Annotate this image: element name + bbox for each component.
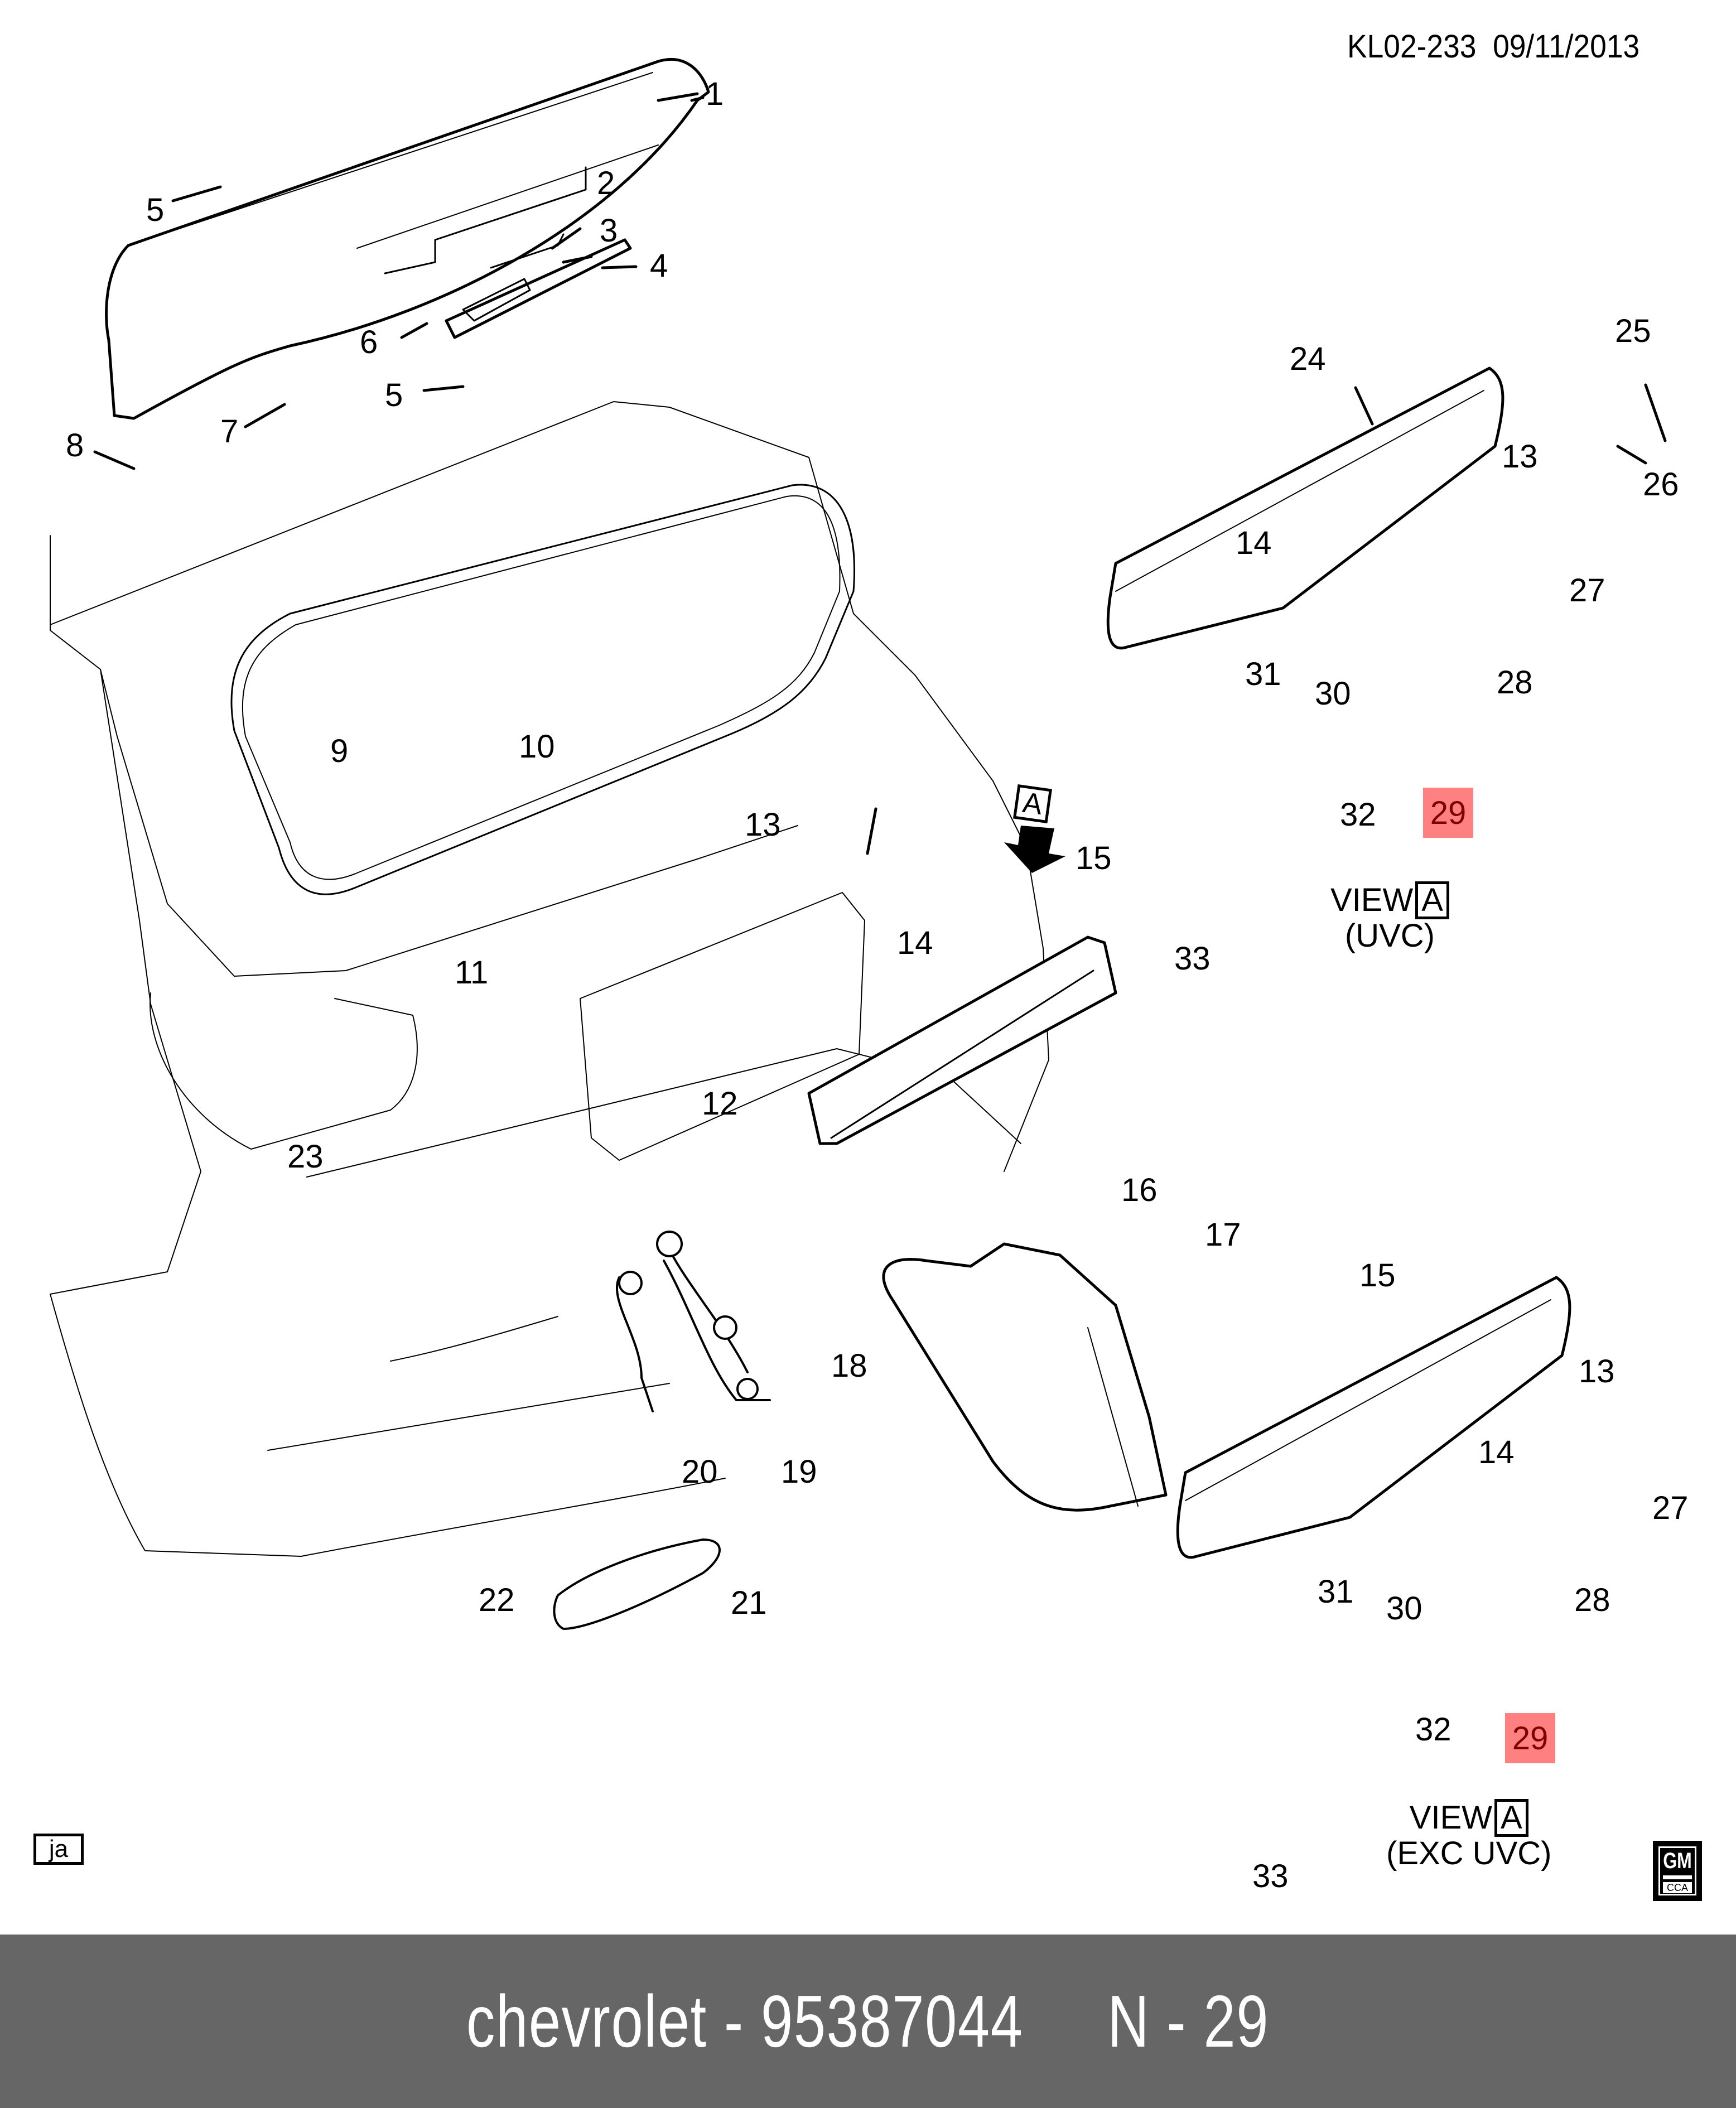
gm-logo-bar (1663, 1875, 1692, 1879)
callout-28-uvc: 28 (1497, 664, 1533, 701)
gm-logo-subtext: CCA (1663, 1882, 1692, 1893)
callout-11: 11 (455, 954, 489, 991)
callout-10: 10 (519, 729, 555, 765)
view-a-exc-uvc-panel (1176, 1276, 1571, 1559)
callout-5-lower: 5 (385, 377, 403, 413)
callout-25: 25 (1615, 313, 1651, 349)
callout-1: 1 (706, 76, 724, 112)
callout-18: 18 (831, 1348, 867, 1384)
callout-16: 16 (1121, 1172, 1158, 1208)
drawing-number: KL02-233 (1347, 28, 1477, 65)
spoiler-part (105, 57, 710, 420)
callout-6: 6 (360, 324, 378, 360)
callout-13-exc: 13 (1579, 1353, 1615, 1390)
gm-logo-text: GM (1663, 1849, 1692, 1873)
footer-bar: chevrolet - 95387044 N - 29 (0, 1935, 1736, 2108)
callout-13-body: 13 (745, 807, 781, 843)
callout-33-uvc: 33 (1174, 940, 1211, 977)
diagram-drawing (50, 57, 1667, 1630)
callout-15-exc: 15 (1359, 1257, 1396, 1294)
callout-28-exc: 28 (1574, 1582, 1610, 1618)
high-mount-stop-lamp (445, 238, 632, 339)
callout-13-uvc: 13 (1502, 438, 1538, 475)
callout-27-exc: 27 (1652, 1490, 1689, 1526)
callout-20: 20 (682, 1454, 718, 1490)
tail-lamp (882, 1242, 1168, 1512)
callout-24: 24 (1290, 341, 1326, 377)
callout-29-exc-highlighted[interactable]: 29 (1505, 1713, 1555, 1763)
view-box-letter: A (1494, 1799, 1528, 1837)
view-a-uvc-panel (1106, 366, 1504, 650)
callout-5-upper: 5 (146, 192, 165, 228)
callout-8: 8 (66, 427, 84, 464)
drawing-date: 09/11/2013 (1493, 28, 1640, 65)
view-a-marker-label: A (1012, 784, 1053, 824)
callout-23: 23 (287, 1139, 324, 1175)
callout-32-exc: 32 (1415, 1711, 1452, 1748)
callout-12: 12 (702, 1086, 738, 1122)
callout-7: 7 (220, 413, 239, 450)
liftgate-applique (807, 935, 1117, 1145)
rear-bumper-reflector (553, 1538, 721, 1630)
callout-4: 4 (650, 248, 668, 284)
tail-lamp-harness (615, 1231, 771, 1412)
gm-logo-frame (1658, 1846, 1696, 1895)
view-label: VIEW (1409, 1800, 1492, 1836)
callout-14-body: 14 (897, 925, 933, 961)
callout-33-exc: 33 (1252, 1858, 1289, 1894)
callout-2: 2 (597, 165, 615, 201)
callout-3: 3 (600, 213, 618, 249)
callout-31-exc: 31 (1318, 1574, 1354, 1610)
callout-30-uvc: 30 (1315, 676, 1351, 712)
callout-14-uvc: 14 (1236, 525, 1272, 561)
callout-9: 9 (330, 733, 349, 769)
callout-15-body: 15 (1076, 840, 1112, 876)
callout-29-uvc-highlighted[interactable]: 29 (1423, 788, 1473, 838)
drawing-id-header: KL02-233 09/11/2013 (1347, 28, 1639, 65)
view-box-letter: A (1415, 881, 1449, 919)
callout-14-exc: 14 (1478, 1434, 1515, 1470)
callout-22: 22 (479, 1582, 515, 1618)
leader-lines (93, 92, 1667, 855)
callout-26: 26 (1643, 466, 1679, 503)
callout-21: 21 (731, 1585, 767, 1621)
view-variant: (EXC UVC) (1386, 1835, 1552, 1871)
callout-27-uvc: 27 (1569, 572, 1605, 609)
gm-logo: GM CCA (1653, 1841, 1702, 1901)
footer-part-caption: chevrolet - 95387044 N - 29 (466, 1980, 1270, 2062)
parts-diagram: KL02-233 09/11/2013 A 1 2 3 4 5 5 6 7 8 … (33, 28, 1702, 1901)
view-a-arrow (1004, 826, 1065, 873)
vehicle-body (50, 401, 1049, 1557)
corner-tag: ja (33, 1834, 84, 1865)
view-label: VIEW (1330, 882, 1414, 918)
callout-31-uvc: 31 (1245, 656, 1281, 692)
callout-19: 19 (781, 1454, 817, 1490)
callout-17: 17 (1205, 1217, 1241, 1253)
view-variant: (UVC) (1344, 918, 1435, 954)
callout-32-uvc: 32 (1340, 797, 1376, 833)
callout-30-exc: 30 (1386, 1590, 1422, 1627)
